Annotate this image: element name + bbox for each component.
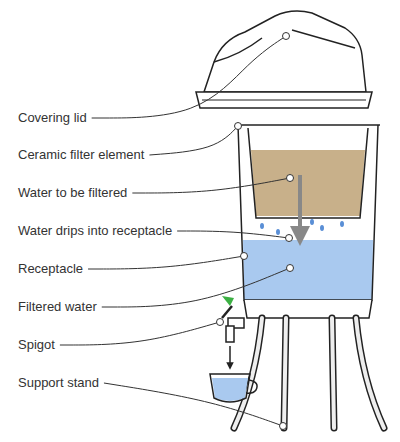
leader-dot (280, 423, 287, 430)
leader-line (60, 322, 220, 345)
part-label: Water to be filtered (18, 185, 127, 201)
pour-arrow (229, 346, 231, 366)
part-label: Covering lid (18, 110, 87, 126)
spigot (222, 306, 244, 342)
green-arrow (222, 296, 234, 306)
part-label: Support stand (18, 375, 99, 391)
drips (260, 219, 344, 235)
leader-line (132, 178, 290, 193)
leader-dot (241, 253, 248, 260)
leader-dot (286, 235, 293, 242)
leader-line (88, 256, 244, 269)
flow-arrow (298, 175, 302, 236)
leader-dot (235, 123, 242, 130)
leader-dot (287, 175, 294, 182)
leader-dot (217, 319, 224, 326)
leader-dot (283, 33, 290, 40)
housing (236, 125, 380, 318)
cup (210, 374, 257, 402)
part-label: Receptacle (18, 261, 83, 277)
leader-line (102, 268, 290, 307)
leader-line (149, 126, 238, 155)
part-label: Water drips into receptacle (18, 223, 172, 239)
filtered-water (243, 240, 373, 300)
lid (196, 11, 372, 108)
unfiltered-water (251, 150, 365, 216)
part-label: Filtered water (18, 299, 97, 315)
part-label: Spigot (18, 337, 55, 353)
support-stand (234, 318, 384, 428)
leader-line (104, 383, 283, 426)
leader-dot (287, 265, 294, 272)
leader-line (92, 36, 286, 118)
part-label: Ceramic filter element (18, 147, 144, 163)
leader-line (177, 231, 289, 238)
